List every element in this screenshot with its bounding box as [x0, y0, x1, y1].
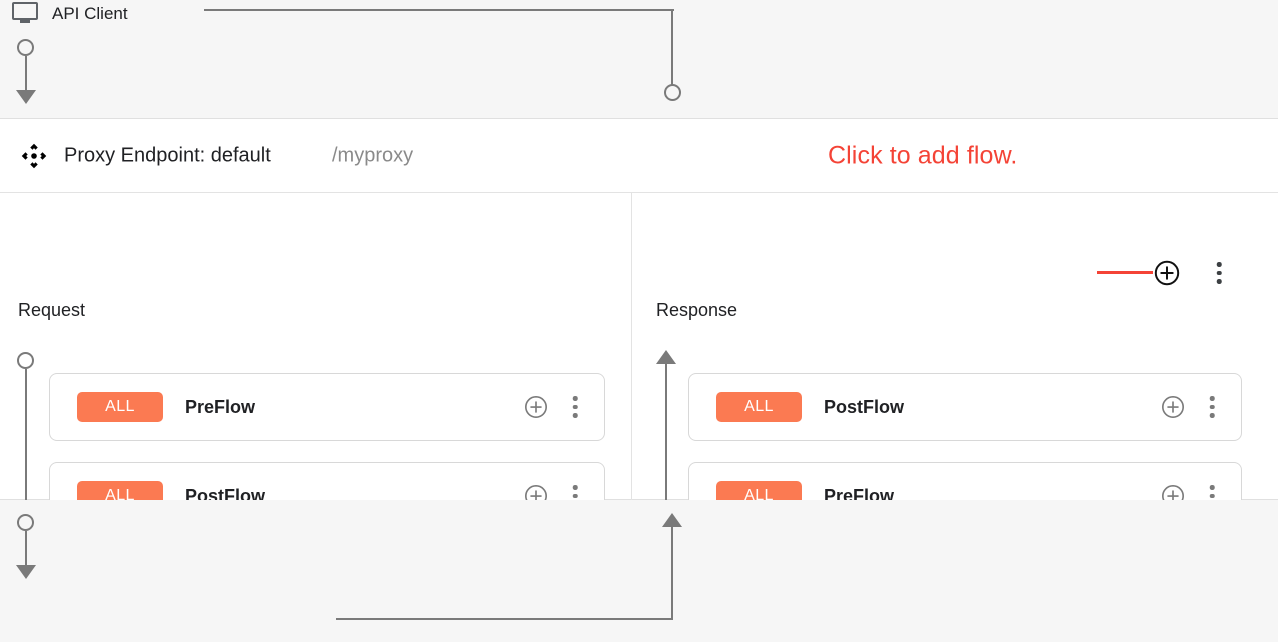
target-out-arrow — [662, 513, 682, 527]
add-step-button[interactable] — [1160, 394, 1186, 420]
response-column-title: Response — [656, 300, 738, 320]
flow-card-request-preflow[interactable]: ALL PreFlow — [49, 373, 605, 441]
target-in-connector-dot — [17, 514, 34, 531]
flow-menu-button[interactable] — [565, 394, 585, 420]
request-column-title: Request — [18, 300, 86, 320]
proxy-endpoint-header: Proxy Endpoint: default /myproxy Click t… — [0, 119, 1278, 286]
api-client-strip: API Client — [0, 0, 1278, 118]
add-step-button[interactable] — [523, 394, 549, 420]
response-flow-arrow — [656, 350, 676, 364]
response-return-h-line — [204, 9, 674, 11]
proxy-endpoint-title: Proxy Endpoint: default — [64, 144, 271, 166]
request-flow-start-dot — [17, 352, 34, 369]
add-flow-button[interactable] — [1153, 259, 1181, 287]
proxy-endpoint-menu-button[interactable] — [1208, 258, 1230, 288]
proxy-endpoint-panel: Proxy Endpoint: default /myproxy Click t… — [0, 118, 1278, 548]
annotation-pointer-line — [1097, 271, 1153, 274]
flow-card-actions — [1160, 394, 1241, 420]
flow-card-actions — [523, 394, 604, 420]
api-client-node[interactable]: API Client — [12, 2, 128, 26]
client-out-connector-arrow — [16, 90, 36, 104]
flow-name: PreFlow — [185, 396, 256, 417]
flow-card-response-postflow[interactable]: ALL PostFlow — [688, 373, 1242, 441]
flow-name: PostFlow — [824, 396, 904, 417]
request-flow-line — [24, 369, 27, 535]
target-endpoint-strip: Target: default — [0, 500, 1278, 642]
response-return-v-line — [671, 9, 673, 85]
target-in-connector-line — [24, 531, 27, 567]
column-divider — [631, 193, 632, 500]
target-in-connector-arrow — [16, 565, 36, 579]
client-out-connector-line — [24, 56, 27, 92]
api-client-label: API Client — [52, 4, 128, 23]
annotation-click-to-add-flow: Click to add flow. — [828, 141, 1018, 169]
flow-badge: ALL — [716, 392, 802, 422]
target-out-v-line — [671, 526, 673, 620]
flow-badge: ALL — [77, 392, 163, 422]
proxy-basepath: /myproxy — [332, 144, 414, 166]
flow-columns: Request ALL PreFlow — [0, 193, 1278, 548]
client-out-connector-dot — [17, 39, 34, 56]
target-out-h-line — [336, 618, 673, 620]
response-flow-line — [665, 364, 667, 540]
flow-menu-button[interactable] — [1202, 394, 1222, 420]
response-return-connector-dot — [664, 84, 681, 101]
move-handle-icon[interactable] — [20, 142, 48, 170]
monitor-icon — [12, 2, 38, 26]
